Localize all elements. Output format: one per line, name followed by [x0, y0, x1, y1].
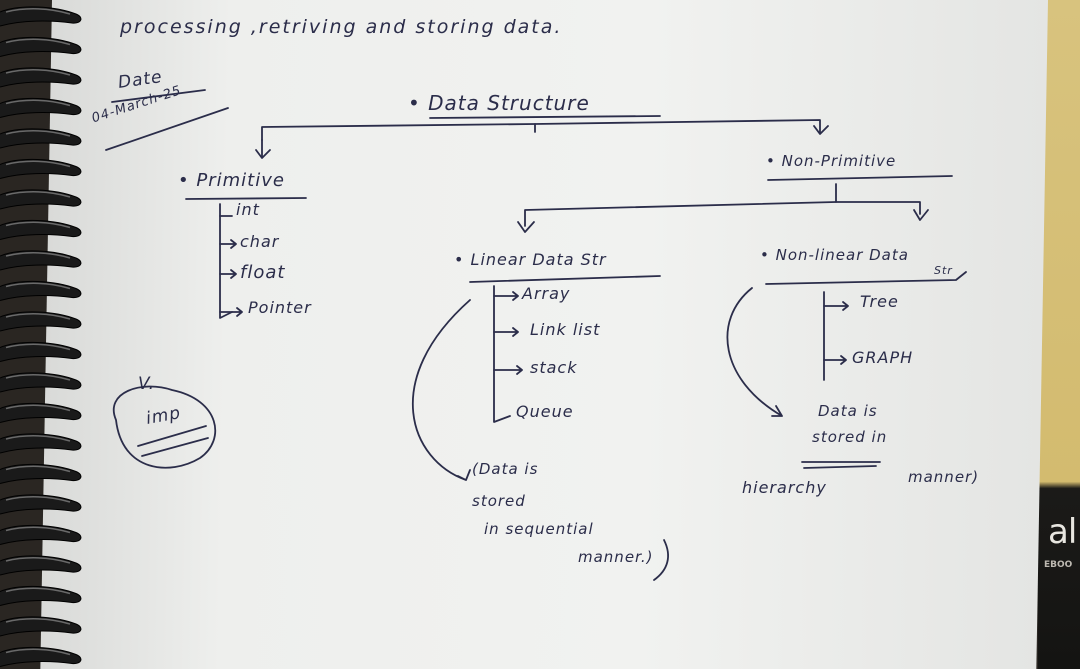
- linear-note-line: (Data is: [472, 460, 539, 478]
- book-cover-text: al: [1048, 512, 1077, 552]
- binding-ring-icon: [0, 616, 82, 637]
- binding-ring-icon: [0, 250, 82, 271]
- binding-ring-icon: [0, 189, 82, 210]
- arrow-down-icon: [813, 125, 829, 135]
- binding-ring-icon: [0, 311, 82, 332]
- primitive-item: char: [240, 232, 280, 251]
- arrow-down-icon: [255, 149, 271, 159]
- binding-ring-icon: [0, 524, 82, 545]
- binding-ring-icon: [0, 372, 82, 393]
- date-underline: [111, 89, 206, 103]
- root-underline: [429, 115, 661, 119]
- primitive-item: Pointer: [248, 298, 312, 317]
- primitive-item: float: [240, 262, 286, 283]
- primitive-list-bracket: [219, 203, 233, 319]
- header-line: processing ,retriving and storing data.: [120, 16, 563, 38]
- root-title: • Data Structure: [408, 91, 590, 115]
- non-primitive-branch: [524, 201, 921, 227]
- binding-ring-icon: [0, 219, 82, 240]
- non-linear-title-suffix: Str: [934, 264, 953, 277]
- binding-ring-icon: [0, 402, 82, 423]
- binding-ring-icon: [0, 6, 82, 27]
- non-linear-item: GRAPH: [852, 348, 914, 367]
- arrow-down-icon: [517, 221, 535, 233]
- binding-ring-icon: [0, 280, 82, 301]
- linear-list-bracket: [493, 285, 511, 423]
- binding-ring-icon: [0, 158, 82, 179]
- primitive-underline: [185, 197, 307, 200]
- linear-underline: [469, 275, 661, 283]
- non-linear-item: Tree: [860, 292, 899, 311]
- strikethrough: [801, 461, 881, 469]
- non-linear-title: • Non-linear Data: [760, 246, 909, 264]
- binding-ring-icon: [0, 128, 82, 149]
- binding-ring-icon: [0, 67, 82, 88]
- linear-item: Queue: [516, 402, 574, 421]
- binding-ring-icon: [0, 341, 82, 362]
- side-note-mark: V.: [138, 374, 156, 394]
- non-primitive-title: • Non-Primitive: [766, 152, 897, 170]
- binding-ring-icon: [0, 463, 82, 484]
- binding-ring-icon: [0, 555, 82, 576]
- book-cover-subtext: EBOO: [1044, 560, 1073, 570]
- non-linear-underline: [765, 271, 967, 285]
- linear-note-bracket: [411, 299, 471, 481]
- imp-circle: [113, 385, 217, 469]
- spiral-binding-rings-icon: [0, 6, 82, 667]
- linear-note-line: in sequential: [484, 520, 594, 538]
- non-linear-note-line: hierarchy: [742, 478, 827, 497]
- linear-item: Link list: [530, 320, 601, 339]
- binding-ring-icon: [0, 97, 82, 118]
- linear-title: • Linear Data Str: [454, 250, 607, 269]
- primitive-item: int: [236, 200, 260, 219]
- root-branch: [261, 119, 821, 141]
- non-linear-note-line: stored in: [812, 428, 888, 446]
- primitive-title: • Primitive: [178, 170, 285, 191]
- non-linear-note-line: manner): [908, 468, 980, 486]
- binding-ring-icon: [0, 433, 82, 454]
- linear-item: stack: [530, 358, 578, 377]
- binding-ring-icon: [0, 494, 82, 515]
- arrow-down-icon: [913, 209, 929, 221]
- binding-ring-icon: [0, 585, 82, 606]
- non-linear-note-line: Data is: [818, 402, 878, 420]
- binding-ring-icon: [0, 36, 82, 57]
- binding-ring-icon: [0, 646, 82, 667]
- linear-item: Array: [522, 284, 571, 303]
- linear-note-line: manner.): [578, 548, 654, 566]
- date-value-underline: [105, 107, 229, 151]
- linear-note-line: stored: [472, 492, 526, 510]
- non-primitive-underline: [767, 175, 953, 181]
- non-linear-note-bracket: [726, 287, 783, 417]
